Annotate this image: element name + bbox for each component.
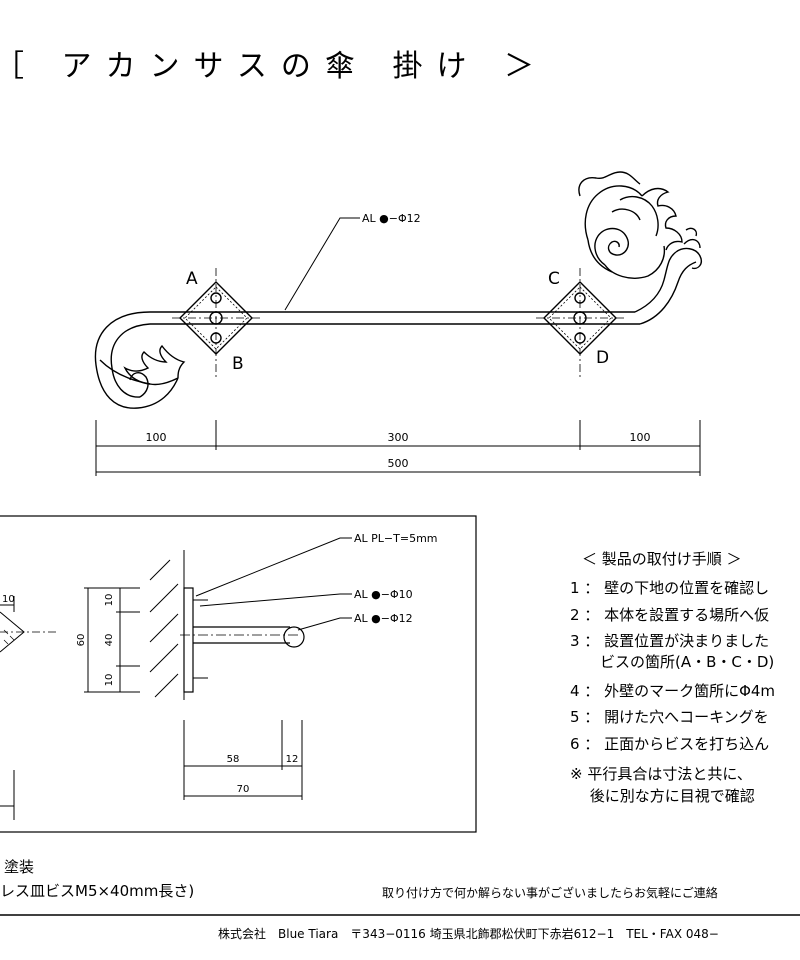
instruction-step: 3 ： 設置位置が決まりました [570,632,770,650]
bracket-plate-left [172,268,260,378]
contact-note: 取り付け方で何か解らない事がございましたらお気軽にご連絡 [382,886,718,900]
dim-total-60: 60 [76,634,87,647]
left-scroll-ornament [94,311,186,409]
dim-total-500: 500 [388,457,409,470]
point-label-d: D [596,348,609,368]
detail-panel-frame [0,515,477,833]
point-label-a: A [186,269,198,289]
callout-bar12: AL ●−Φ12 [354,612,413,625]
point-label-c: C [548,269,560,289]
dim-mid-40: 40 [104,634,115,647]
spec-screws: レス皿ビスM5×40mm長さ) [0,882,195,900]
bracket-plate-right [536,268,624,378]
right-acanthus-ornament [578,171,702,325]
main-bar [150,311,640,325]
instruction-note: 後に別な方に目視で確認 [570,787,755,805]
front-view [94,171,702,476]
callout-bar10: AL ●−Φ10 [354,588,413,601]
dim-radius-12: 12 [286,754,299,765]
company-footer: 株式会社 Blue Tiara 〒343−0116 埼玉県北飾郡松伏町下赤岩61… [218,927,719,941]
instruction-step: 4 ： 外壁のマーク箇所にΦ4m [570,682,776,700]
instruction-step: 5 ： 開けた穴へコーキングを [570,708,769,726]
point-label-b: B [232,354,244,374]
dim-middle-300: 300 [388,431,409,444]
dim-bottom-10: 10 [104,674,115,687]
detail-left-fragment [0,596,56,820]
instruction-step: 2 ： 本体を設置する場所へ仮 [570,606,770,624]
dim-left-100: 100 [146,431,167,444]
front-dimension-lines [95,420,701,476]
dim-depth-70: 70 [237,784,250,795]
detail-left-dim: 10 [2,594,15,605]
instruction-step: 6 ： 正面からビスを打ち込ん [570,735,770,753]
leader-main-bar [284,217,360,311]
callout-plate: AL PL−T=5mm [354,532,438,545]
dim-right-100: 100 [630,431,651,444]
instruction-step: 1 ： 壁の下地の位置を確認し [570,579,770,597]
instructions-heading: ＜ 製品の取付け手順 ＞ [582,550,742,568]
spec-finish: 塗装 [4,858,35,876]
mounting-plate [183,587,194,693]
wall-hatching [149,550,185,700]
page-title: ［ アカンサスの傘 掛け ＞ [0,49,548,84]
bar-end-cap [283,626,305,648]
side-view [84,537,352,800]
instruction-note: ※ 平行具合は寸法と共に、 [570,765,752,783]
dim-top-10: 10 [104,594,115,607]
dim-depth-58: 58 [227,754,240,765]
instruction-step: ビスの箇所(A・B・C・D) [570,653,775,671]
callout-main-bar: AL ●−Φ12 [362,212,421,225]
